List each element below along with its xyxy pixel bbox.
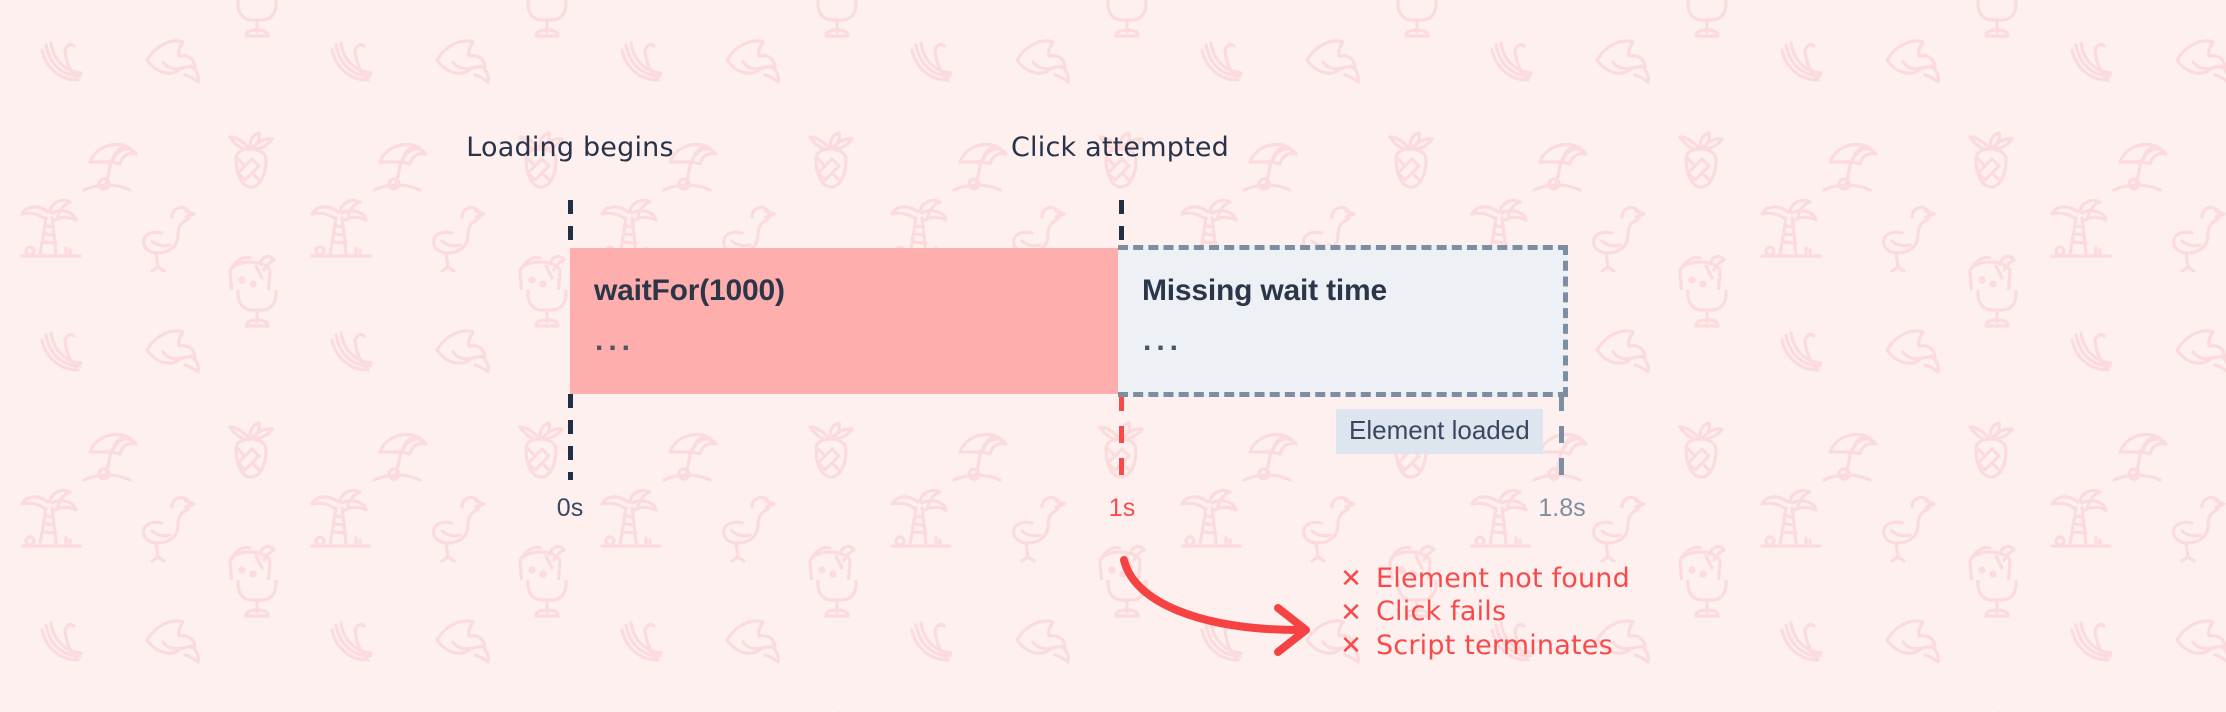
guide-line-element-loaded — [1559, 394, 1564, 482]
curved-arrow-icon — [1120, 556, 1310, 656]
failure-item-script-terminates: ✕ Script terminates — [1340, 629, 1630, 661]
failure-callout-list: ✕ Element not found ✕ Click fails ✕ Scri… — [1340, 563, 1630, 661]
x-mark-icon: ✕ — [1340, 597, 1362, 628]
timeline-block-missing-wait-dots: ... — [1143, 324, 1184, 357]
timeline-block-missing-wait-title: Missing wait time — [1142, 274, 1387, 307]
guide-line-click-attempted-bottom — [1119, 394, 1124, 482]
failure-item-label: Click fails — [1376, 596, 1507, 628]
timeline-block-missing-wait: Missing wait time ... — [1118, 245, 1568, 397]
x-mark-icon: ✕ — [1340, 630, 1362, 661]
failure-item-click-fails: ✕ Click fails — [1340, 596, 1630, 628]
guide-line-loading-begins-top — [568, 200, 573, 250]
guide-line-click-attempted-top — [1119, 200, 1124, 250]
timeline-block-waitfor-dots: ... — [595, 324, 636, 357]
status-badge-element-loaded: Element loaded — [1336, 409, 1543, 454]
guide-line-loading-begins-bottom — [568, 394, 573, 480]
failure-item-label: Element not found — [1376, 563, 1630, 594]
milestone-label-loading-begins: Loading begins — [466, 132, 674, 163]
timeline-block-waitfor: waitFor(1000) ... — [570, 248, 1118, 394]
axis-tick-0s: 0s — [556, 494, 584, 522]
milestone-label-click-attempted: Click attempted — [1010, 132, 1230, 163]
timeline-block-waitfor-title: waitFor(1000) — [594, 274, 785, 307]
failure-item-element-not-found: ✕ Element not found — [1340, 563, 1630, 595]
axis-tick-1s: 1s — [1108, 494, 1136, 522]
failure-item-label: Script terminates — [1376, 629, 1613, 661]
axis-tick-1-8s: 1.8s — [1538, 494, 1586, 522]
x-mark-icon: ✕ — [1340, 564, 1362, 595]
